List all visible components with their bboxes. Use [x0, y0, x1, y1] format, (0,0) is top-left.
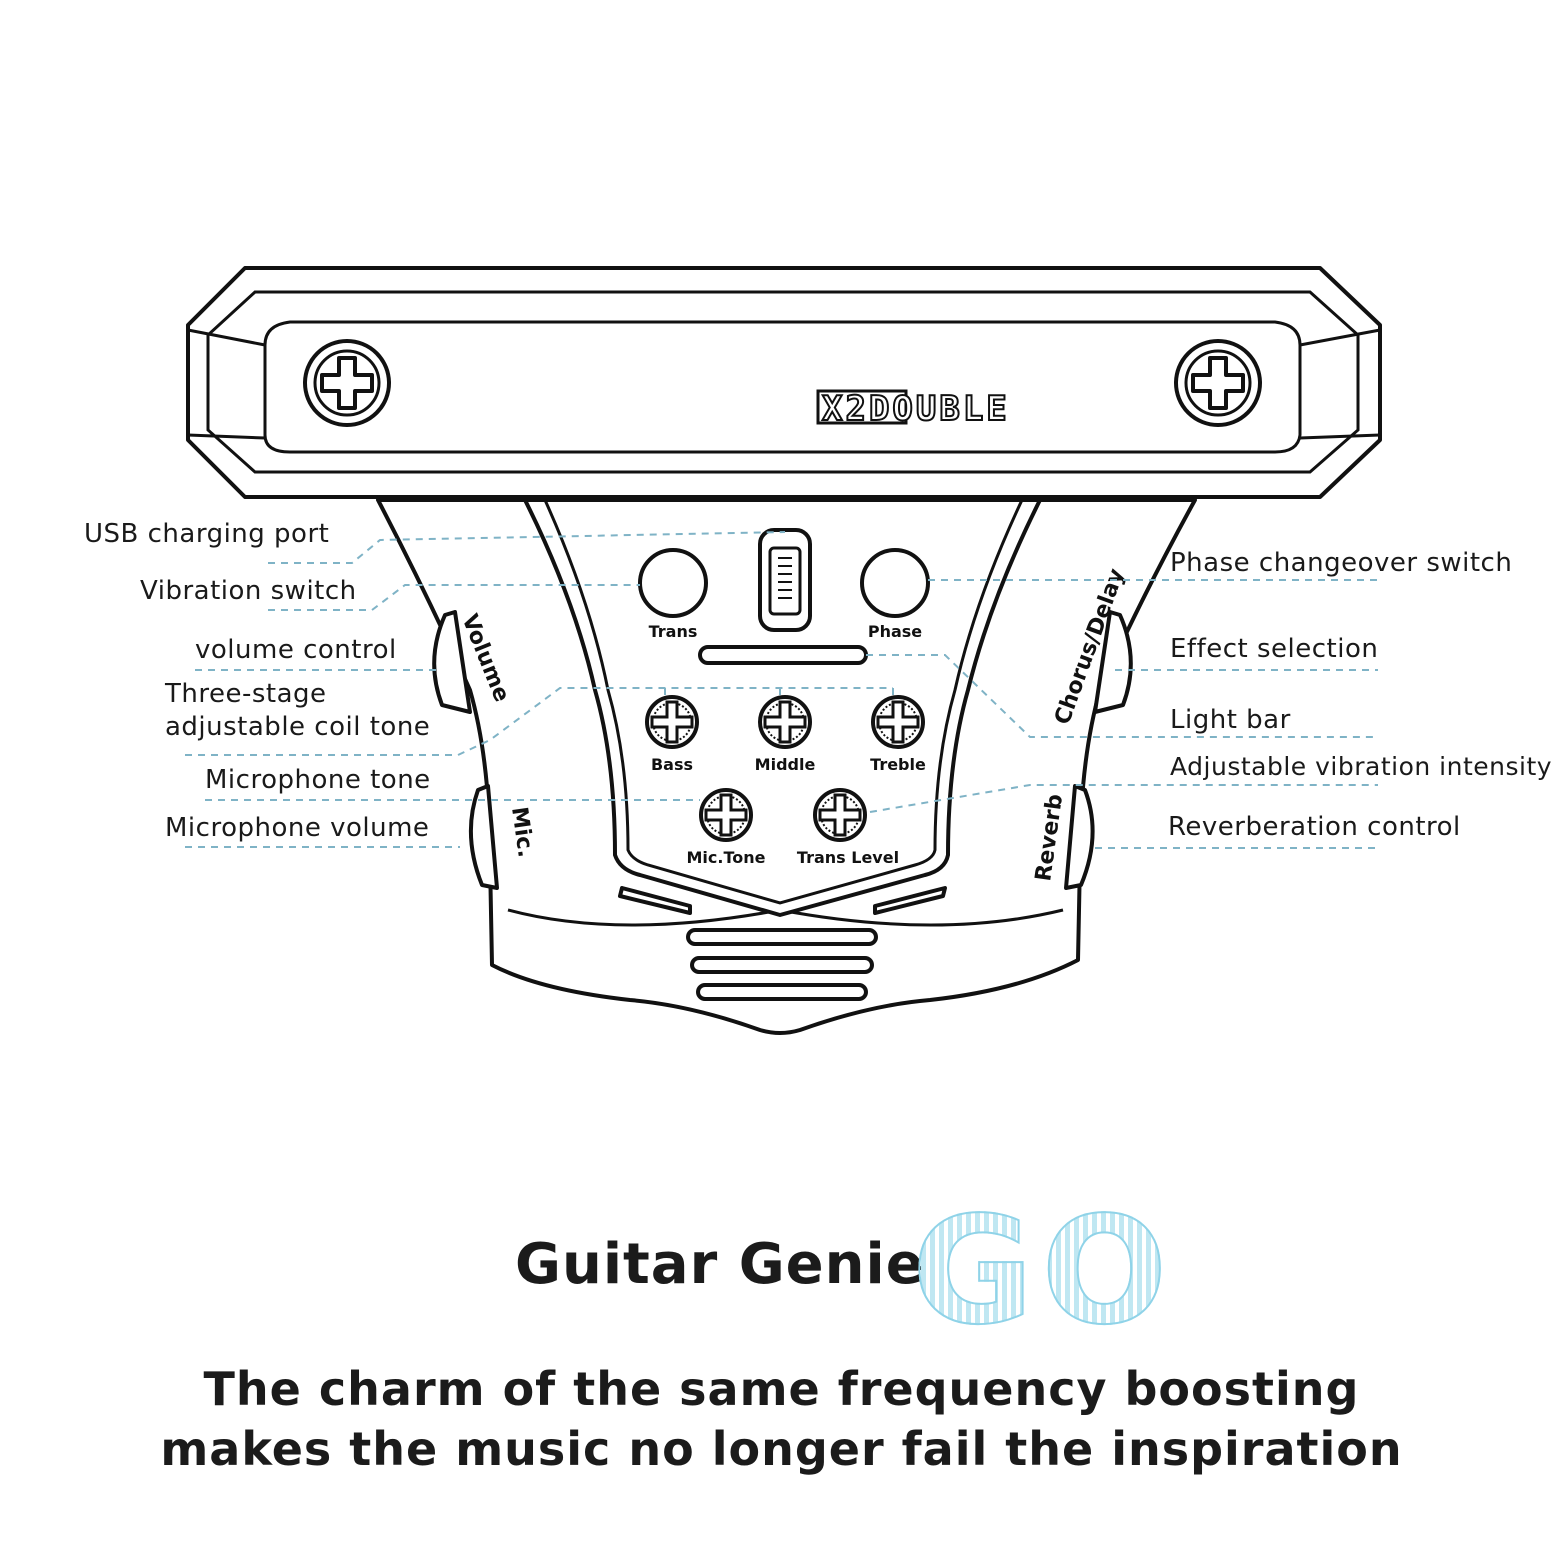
callout-usb-charging-port: USB charging port — [84, 519, 330, 549]
logo-badge — [816, 389, 908, 425]
middle-label: Middle — [755, 755, 816, 774]
callout-light-bar: Light bar — [1170, 705, 1291, 735]
callout-three-stage: Three-stage — [165, 679, 327, 709]
callout-microphone-volume: Microphone volume — [165, 813, 430, 843]
middle-knob[interactable] — [758, 695, 812, 749]
phase-switch[interactable] — [860, 548, 930, 618]
usb-port-icon[interactable] — [758, 528, 812, 632]
trans-switch[interactable] — [638, 548, 708, 618]
screw-left-icon — [303, 339, 391, 427]
device-top-bar — [186, 266, 1382, 499]
chorus-delay-dial[interactable] — [1093, 610, 1133, 714]
callout-adjustable-vibration-intensity: Adjustable vibration intensity — [1170, 752, 1553, 781]
reverb-dial[interactable] — [1064, 784, 1095, 890]
brand-logo: X2DOUBLE — [822, 389, 1010, 429]
callout-microphone-tone: Microphone tone — [205, 765, 431, 795]
product-name-suffix: GO — [911, 1185, 1176, 1357]
callout-vibration-switch: Vibration switch — [140, 576, 357, 606]
tagline-line-2: makes the music no longer fail the inspi… — [160, 1422, 1403, 1476]
mic-tone-knob[interactable] — [699, 788, 753, 842]
treble-label: Treble — [870, 755, 926, 774]
callout-reverberation-control: Reverberation control — [1168, 812, 1461, 842]
speaker-grill — [618, 886, 947, 1001]
trans-level-knob[interactable] — [813, 788, 867, 842]
callout-adjustable-coil-tone: adjustable coil tone — [165, 712, 431, 742]
light-bar — [698, 645, 868, 665]
tagline-line-1: The charm of the same frequency boosting — [203, 1362, 1360, 1416]
callout-phase-changeover-switch: Phase changeover switch — [1170, 548, 1513, 578]
bass-label: Bass — [651, 755, 693, 774]
trans-level-label: Trans Level — [797, 848, 899, 867]
callout-leaders — [185, 531, 1378, 849]
trans-label: Trans — [649, 622, 698, 641]
mic-tone-label: Mic.Tone — [687, 848, 766, 867]
callout-volume-control: volume control — [195, 635, 397, 665]
callout-effect-selection: Effect selection — [1170, 634, 1379, 664]
screw-right-icon — [1174, 339, 1262, 427]
product-name: Guitar Genie — [515, 1232, 925, 1297]
bass-knob[interactable] — [645, 695, 699, 749]
volume-dial[interactable] — [432, 610, 472, 714]
treble-knob[interactable] — [871, 695, 925, 749]
mic-dial[interactable] — [468, 784, 499, 890]
phase-label: Phase — [868, 622, 922, 641]
